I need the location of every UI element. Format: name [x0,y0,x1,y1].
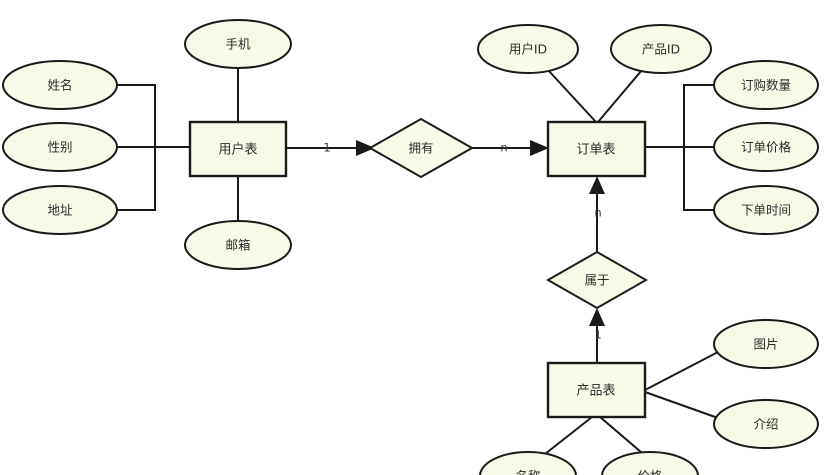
attribute-label: 邮箱 [225,238,250,253]
attribute-node-phone[interactable]: 手机 [184,19,292,69]
entity-layer: 用户表 订单表 产品表 [188,120,647,419]
entity-node-product[interactable]: 产品表 [546,361,647,419]
relationship-layer: 拥有 属于 [367,117,649,310]
attribute-label: 订购数量 [741,78,791,93]
attribute-ellipse [2,60,118,110]
arrowhead-own-to-order [530,140,549,156]
attribute-label: 名称 [515,469,540,475]
arrowhead-user-to-own [356,140,375,156]
attribute-node-prod-name[interactable]: 名称 [479,451,577,475]
relationship-label: 属于 [584,273,609,288]
attribute-node-product-id[interactable]: 产品ID [610,24,712,74]
attribute-node-image[interactable]: 图片 [713,319,819,369]
attribute-label: 姓名 [47,78,72,93]
relationship-diamond [367,117,475,179]
relationship-diamond [545,250,649,310]
attribute-label: 地址 [47,203,73,218]
cardinality-layer: 1 n n 1 [323,141,601,342]
edge-image-to-product [644,351,719,391]
entity-label: 订单表 [576,143,615,158]
attribute-ellipse [184,19,292,69]
attribute-label: 手机 [225,37,251,52]
attribute-label: 下单时间 [741,203,791,218]
edge-prodprice-to-product [599,416,649,459]
attribute-label: 用户ID [509,42,547,57]
attribute-node-email[interactable]: 邮箱 [184,220,292,270]
attribute-node-user-id[interactable]: 用户ID [477,24,579,74]
attribute-ellipse [713,60,819,110]
attribute-node-intro[interactable]: 介绍 [713,399,819,449]
attribute-ellipse [601,451,699,475]
entity-rect [188,120,288,178]
relationship-label: 拥有 [408,141,433,156]
edge-prodname-to-product [539,416,593,459]
edge-productid-to-order [597,69,643,123]
attribute-node-prod-price[interactable]: 价格 [601,451,699,475]
cardinality-label-user-own: 1 [323,141,330,155]
attribute-node-order-price[interactable]: 订单价格 [713,122,819,172]
attribute-node-name[interactable]: 姓名 [2,60,118,110]
entity-node-user[interactable]: 用户表 [188,120,288,178]
attribute-ellipse [2,122,118,172]
attribute-label: 订单价格 [741,140,792,155]
attribute-node-order-qty[interactable]: 订购数量 [713,60,819,110]
relationship-node-own[interactable]: 拥有 [367,117,475,179]
cardinality-label-product-belong: 1 [594,328,601,342]
attribute-ellipse [2,185,118,235]
attribute-label: 介绍 [753,417,778,432]
entity-label: 产品表 [576,384,615,399]
attribute-label: 产品ID [642,42,680,57]
attribute-ellipse [713,122,819,172]
relationship-node-belong[interactable]: 属于 [545,250,649,310]
arrowhead-product-to-belong [589,308,605,326]
attribute-label: 图片 [753,337,778,352]
attribute-node-gender[interactable]: 性别 [2,122,118,172]
attribute-node-order-time[interactable]: 下单时间 [713,185,819,235]
edge-layer [117,68,719,459]
attribute-layer: 姓名 性别 地址 手机 邮箱 用户ID [2,19,819,475]
cardinality-label-own-order: n [500,141,507,155]
entity-node-order[interactable]: 订单表 [546,120,647,178]
attribute-ellipse [477,24,579,74]
edge-userid-to-order [547,69,597,123]
attribute-ellipse [610,24,712,74]
attribute-ellipse [713,399,819,449]
attribute-node-address[interactable]: 地址 [2,185,118,235]
edge-intro-to-product [644,391,719,419]
entity-rect [546,361,647,419]
attribute-ellipse [184,220,292,270]
attribute-ellipse [713,185,819,235]
attribute-ellipse [479,451,577,475]
entity-label: 用户表 [218,142,257,158]
arrowhead-belong-to-order [589,176,605,194]
attribute-ellipse [713,319,819,369]
cardinality-label-belong-order: n [594,206,601,220]
attribute-label: 性别 [47,140,72,155]
attribute-label: 价格 [637,469,663,475]
entity-rect [546,120,647,178]
